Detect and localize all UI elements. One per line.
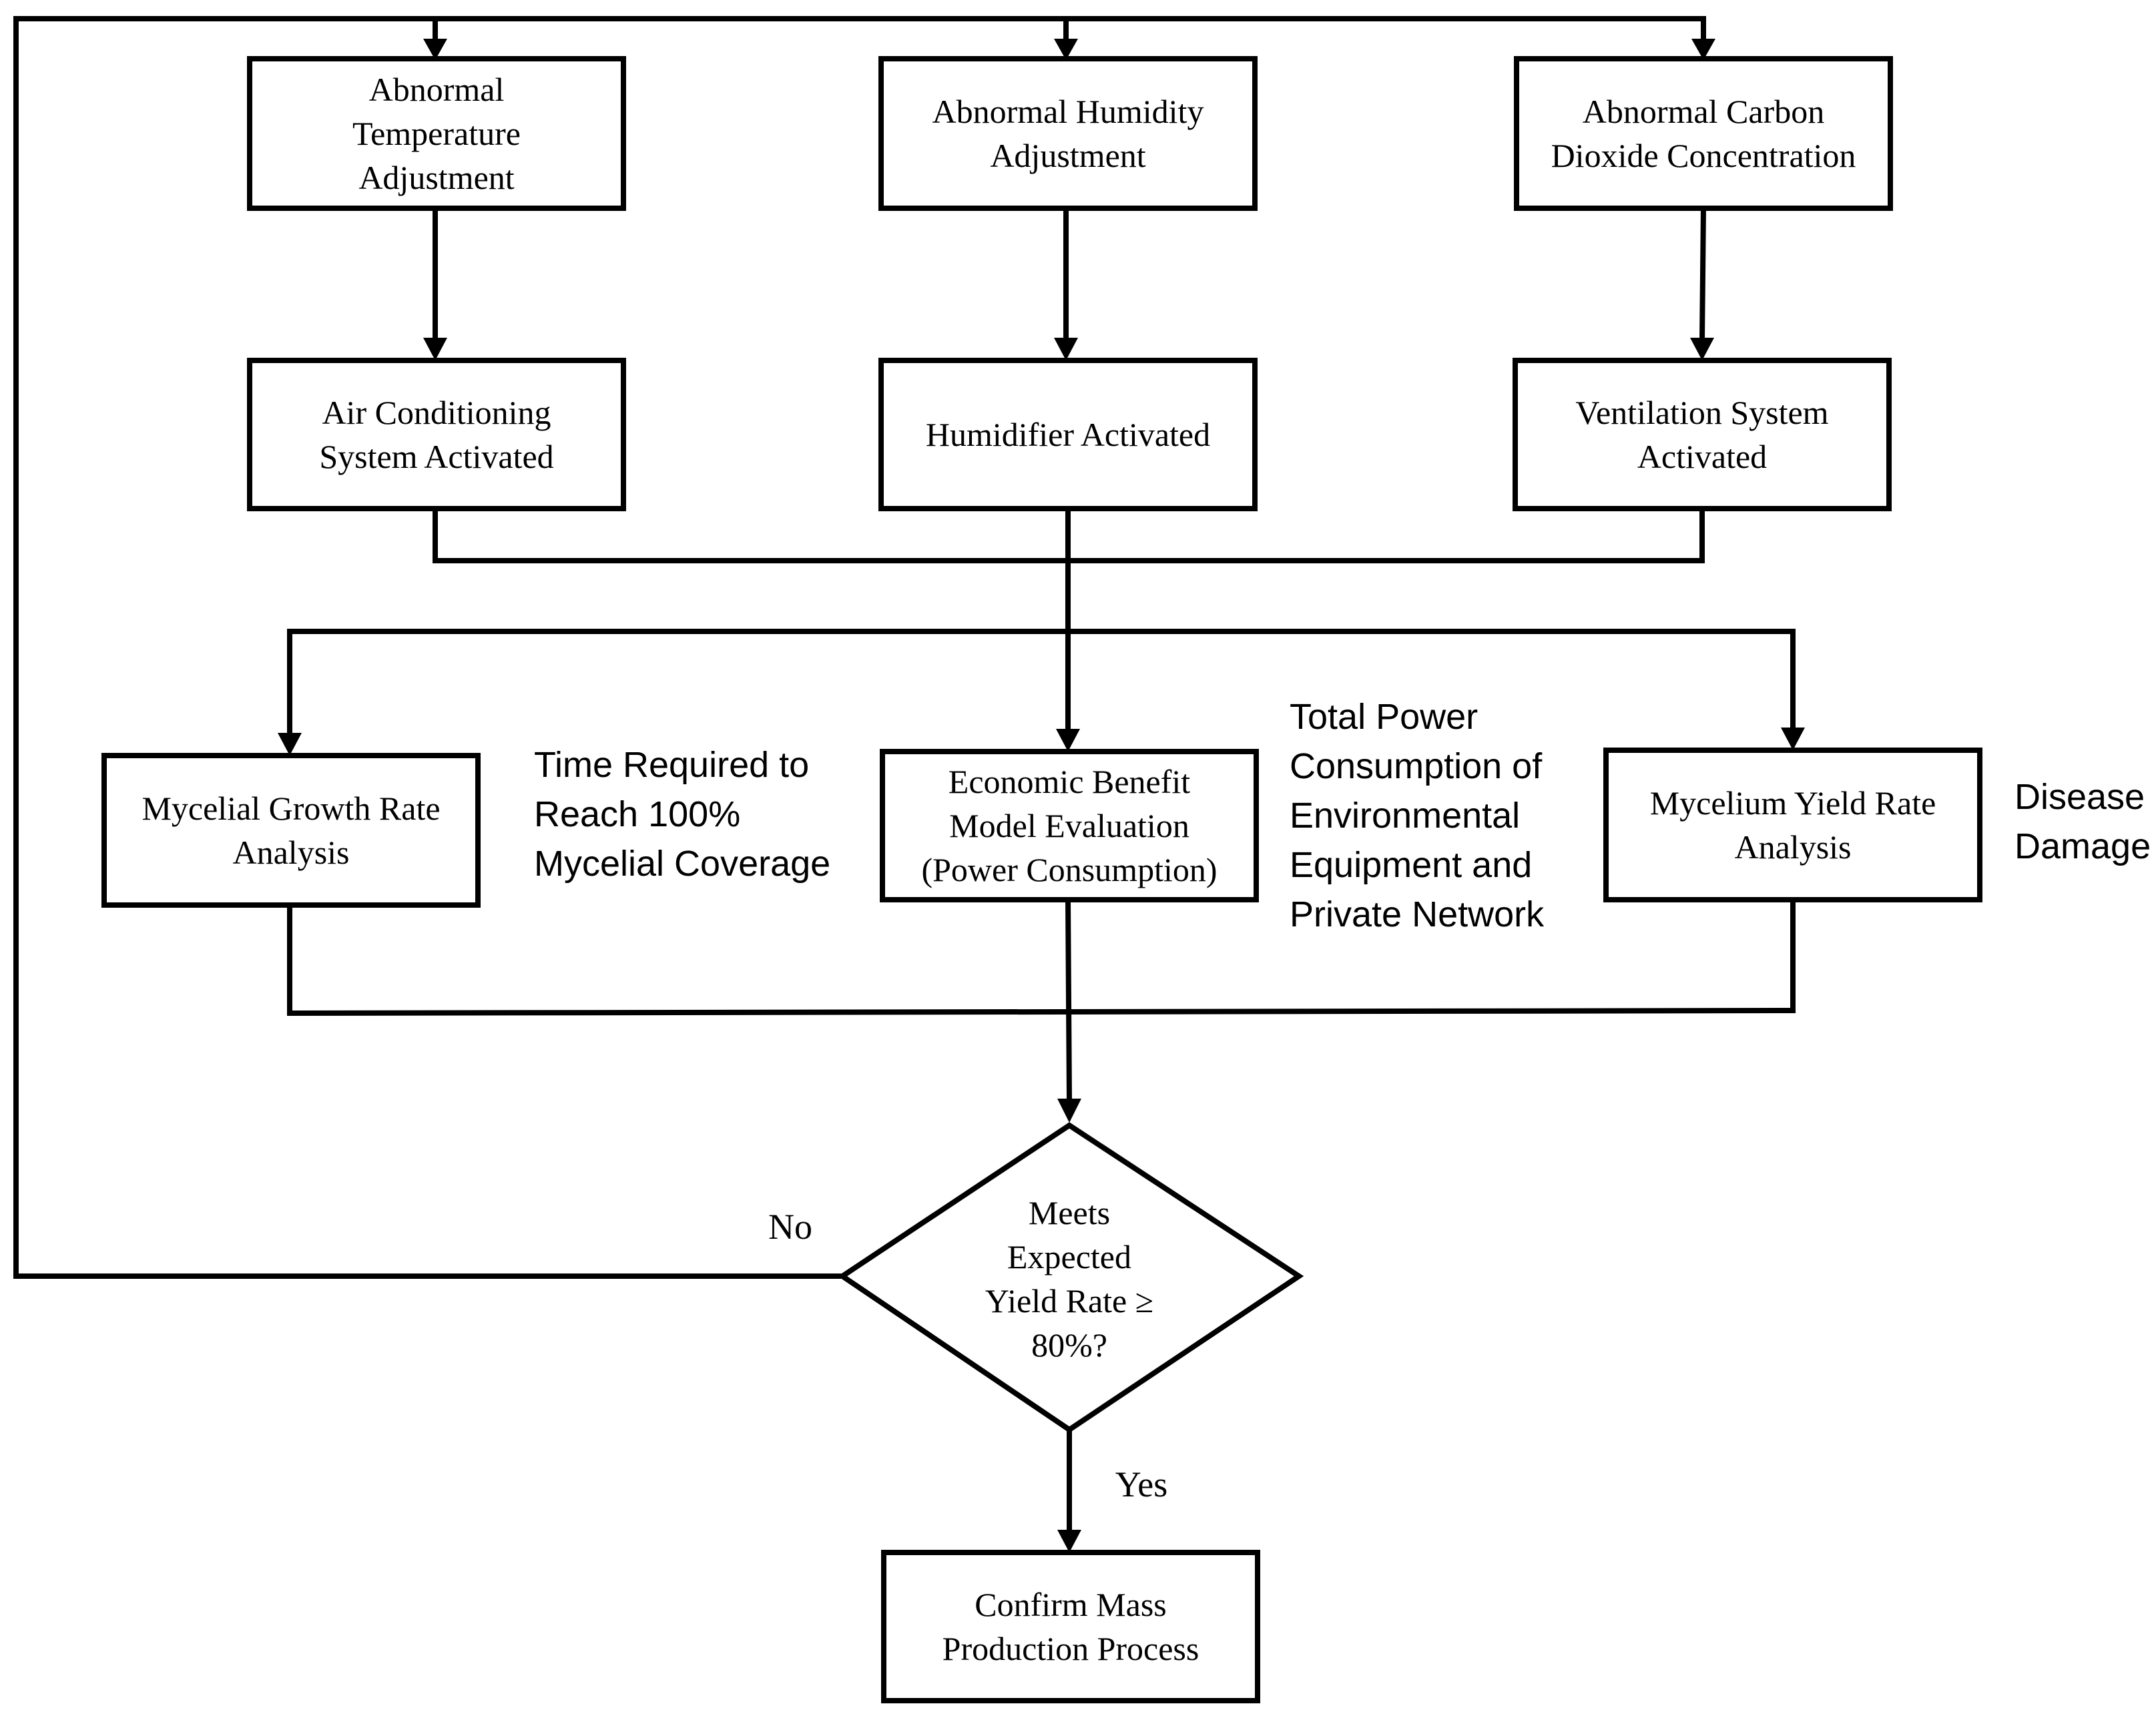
annotation-disease-damage-line: Disease xyxy=(2014,777,2145,817)
economic-benefit-line: Economic Benefit xyxy=(949,763,1190,800)
connectors xyxy=(13,16,1805,1552)
annotation-disease-damage-line: Damage xyxy=(2014,826,2151,866)
decision-line: Yield Rate ≥ xyxy=(985,1282,1153,1320)
decision-line: 80%? xyxy=(1031,1326,1107,1364)
annotation-mycelial-coverage-line: Reach 100% xyxy=(534,794,740,834)
abnormal-co2-line: Dioxide Concentration xyxy=(1551,137,1856,174)
air-conditioning-line: Air Conditioning xyxy=(322,394,551,431)
economic-benefit-line: (Power Consumption) xyxy=(921,851,1217,888)
arrowhead-to-confirm xyxy=(1057,1530,1081,1552)
abnormal-co2-line: Abnormal Carbon xyxy=(1583,93,1824,130)
analysis-split-line xyxy=(287,629,1796,737)
annotation-power-consumption-line: Consumption of xyxy=(1290,746,1543,786)
analysis-merge-line xyxy=(287,900,1796,1017)
abnormal-temperature-line: Adjustment xyxy=(358,159,514,196)
abnormal-humidity-line: Abnormal Humidity xyxy=(932,93,1204,130)
arrowhead-to-humidifier xyxy=(1054,338,1078,360)
abnormal-temperature-line: Temperature xyxy=(352,115,521,152)
arrowhead-to-aircon xyxy=(423,338,447,360)
no-feedback-line xyxy=(13,16,1703,1279)
ventilation-line: Ventilation System xyxy=(1575,394,1828,431)
annotation-power-consumption-line: Total Power xyxy=(1290,697,1478,737)
arrowhead-to-co2 xyxy=(1691,39,1715,60)
confirm-mass-production-line: Production Process xyxy=(942,1630,1199,1667)
economic-benefit-line: Model Evaluation xyxy=(949,807,1189,844)
arrowhead-to-ventilation xyxy=(1690,338,1714,360)
decision-line: Expected xyxy=(1007,1238,1131,1275)
node-humidifier-text: Humidifier Activated xyxy=(926,416,1210,453)
annotation-mycelial-coverage: Time Required to Reach 100% Mycelial Cover… xyxy=(534,745,830,884)
air-conditioning-line: System Activated xyxy=(319,438,553,475)
arrowhead-to-temperature xyxy=(423,39,447,60)
annotation-power-consumption-line: Equipment and xyxy=(1290,845,1532,885)
mycelial-growth-line: Analysis xyxy=(233,834,350,871)
annotation-power-consumption-line: Environmental xyxy=(1290,796,1520,836)
mycelial-growth-line: Mycelial Growth Rate xyxy=(142,790,440,827)
decision-line: Meets xyxy=(1029,1194,1110,1231)
abnormal-temperature-line: Abnormal xyxy=(369,71,505,108)
arrowhead-to-mycelial-growth xyxy=(278,733,302,756)
annotation-power-consumption-line: Private Network xyxy=(1290,894,1545,934)
node-humidifier: Humidifier Activated xyxy=(878,358,1258,511)
mycelium-yield-line: Analysis xyxy=(1735,828,1852,866)
abnormal-humidity-line: Adjustment xyxy=(990,137,1145,174)
arrowhead-to-humidity xyxy=(1054,39,1078,60)
annotation-mycelial-coverage-line: Time Required to xyxy=(534,745,809,785)
humidifier-line: Humidifier Activated xyxy=(926,416,1210,453)
edge-label-no: No xyxy=(768,1207,812,1247)
confirm-mass-production-line: Confirm Mass xyxy=(975,1586,1167,1623)
economic-to-decision-line xyxy=(1065,899,1072,1102)
edge-label-yes: Yes xyxy=(1115,1464,1168,1504)
arrowhead-to-decision xyxy=(1057,1099,1081,1123)
mycelium-yield-line: Mycelium Yield Rate xyxy=(1650,784,1936,822)
co2-to-ventilation-line xyxy=(1699,208,1706,341)
annotation-mycelial-coverage-line: Mycelial Coverage xyxy=(534,844,830,884)
arrowhead-to-mycelium-yield xyxy=(1781,728,1805,750)
arrowhead-to-economic xyxy=(1056,729,1080,752)
ventilation-line: Activated xyxy=(1637,438,1767,475)
